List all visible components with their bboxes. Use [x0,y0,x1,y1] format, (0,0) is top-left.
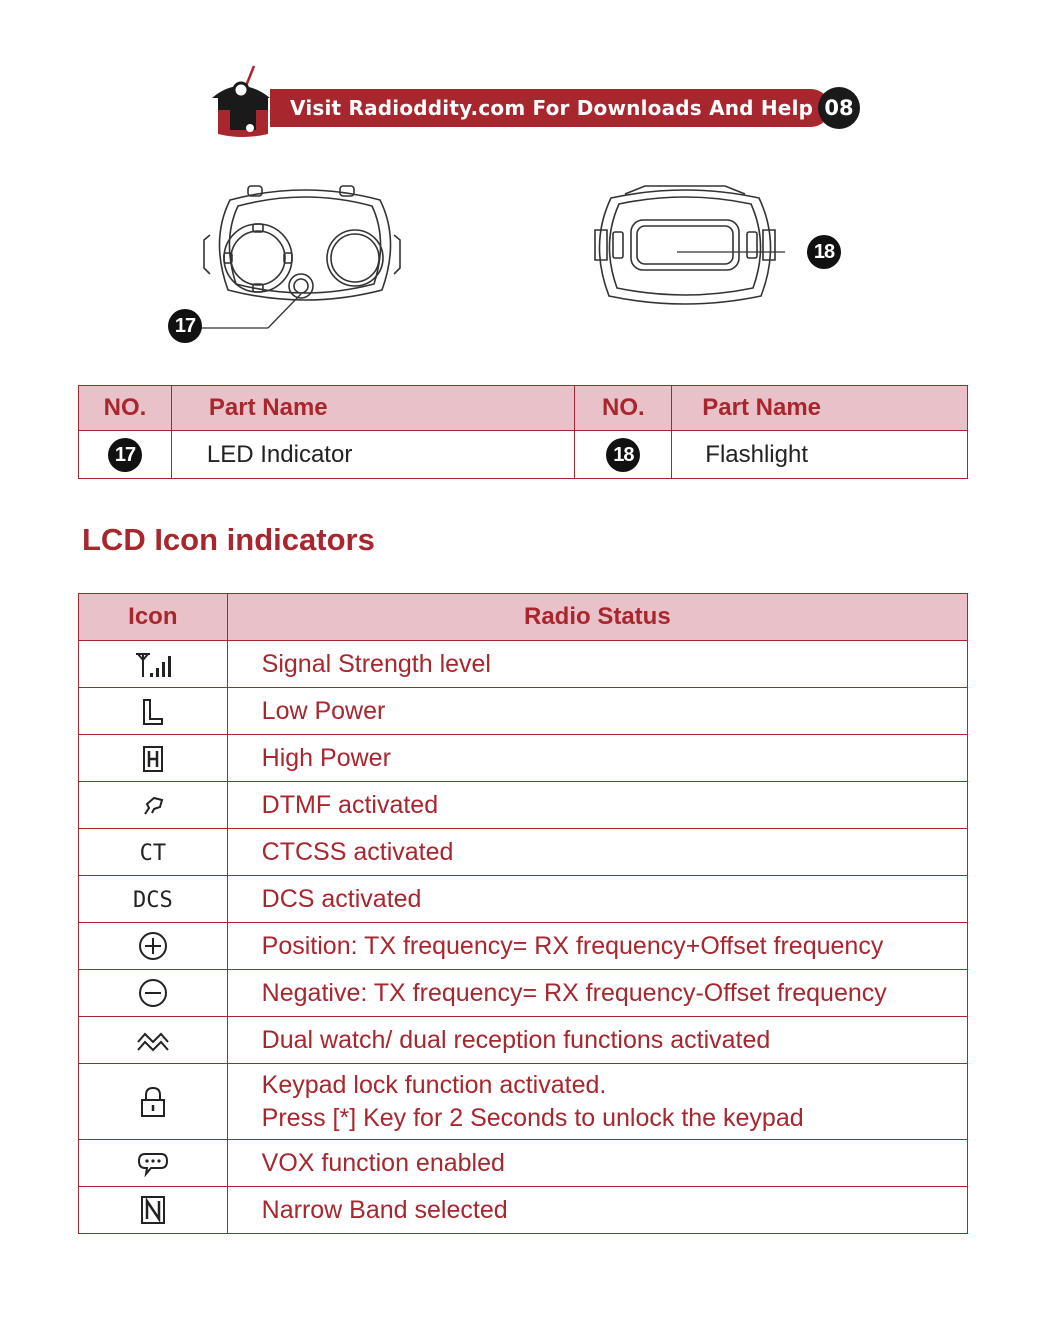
table-row: Keypad lock function activated. Press [*… [78,1063,969,1140]
part-number-cell: 18 [574,430,673,479]
table-row: CT CTCSS activated [78,828,969,876]
table-row: DCS DCS activated [78,875,969,923]
status-text: CTCSS activated [226,828,969,876]
banner-text: Visit Radioddity.com For Downloads And H… [290,96,814,120]
dtmf-icon [143,796,164,815]
status-text: Narrow Band selected [226,1186,969,1234]
status-text: Low Power [226,687,969,735]
status-text: VOX function enabled [226,1139,969,1187]
plus-offset-icon [138,932,167,961]
table-row: Signal Strength level [78,640,969,688]
table-row: High Power [78,734,969,782]
section-title: LCD Icon indicators [82,522,375,557]
table-row: Low Power [78,687,969,735]
parts-header-row: NO. Part Name NO. Part Name [78,385,968,431]
callout-badge-18: 18 [807,235,841,269]
table-row: Negative: TX frequency= RX frequency-Off… [78,969,969,1017]
header-icon: Icon [78,593,228,641]
lcd-icon-table: Icon Radio Status Signal Strength level … [78,593,969,1234]
status-text: DCS activated [226,875,969,923]
minus-offset-icon [138,979,167,1008]
table-row: 17 LED Indicator 18 Flashlight [78,430,968,479]
part-name-led-indicator: LED Indicator [170,430,576,479]
header-no-1: NO. [78,385,172,431]
status-text-line-2: Press [*] Key for 2 Seconds to unlock th… [261,1103,804,1132]
status-text: Negative: TX frequency= RX frequency-Off… [226,969,969,1017]
icon-table-header-row: Icon Radio Status [78,593,969,641]
part-number-cell: 17 [78,430,172,479]
ctcss-icon: CT [139,840,167,866]
table-row: VOX function enabled [78,1139,969,1187]
radio-front-illustration [203,185,401,301]
header-no-2: NO. [574,385,673,431]
table-row: Dual watch/ dual reception functions act… [78,1016,969,1064]
status-text: High Power [226,734,969,782]
part-name-flashlight: Flashlight [671,430,968,479]
status-text: Dual watch/ dual reception functions act… [226,1016,969,1064]
part-number-badge-17: 17 [107,437,142,472]
high-power-icon [142,745,163,772]
callout-line-17 [196,293,302,329]
vox-icon [137,1152,168,1178]
callout-badge-17: 17 [168,309,202,343]
low-power-icon [142,698,163,725]
dcs-icon: DCS [132,887,173,913]
status-text-line-1: Keypad lock function activated. [261,1070,607,1099]
keypad-lock-icon [140,1086,165,1117]
mascot-logo-icon [212,65,270,137]
dual-watch-icon [137,1032,169,1052]
header-part-name-2: Part Name [671,385,968,431]
radio-top-illustration [594,185,785,305]
narrow-band-icon [140,1196,165,1225]
status-text: Signal Strength level [226,640,969,688]
table-row: Position: TX frequency= RX frequency+Off… [78,922,969,970]
header-banner: Visit Radioddity.com For Downloads And H… [270,89,830,127]
header-part-name-1: Part Name [170,385,576,431]
page-number-badge: 08 [818,87,860,129]
header-radio-status: Radio Status [226,593,969,641]
signal-strength-icon [135,652,171,677]
status-text: DTMF activated [226,781,969,829]
part-number-badge-18: 18 [606,437,641,472]
table-row: Narrow Band selected [78,1186,969,1234]
parts-table: NO. Part Name NO. Part Name 17 LED Indic… [78,385,968,479]
table-row: DTMF activated [78,781,969,829]
status-text: Position: TX frequency= RX frequency+Off… [226,922,969,970]
